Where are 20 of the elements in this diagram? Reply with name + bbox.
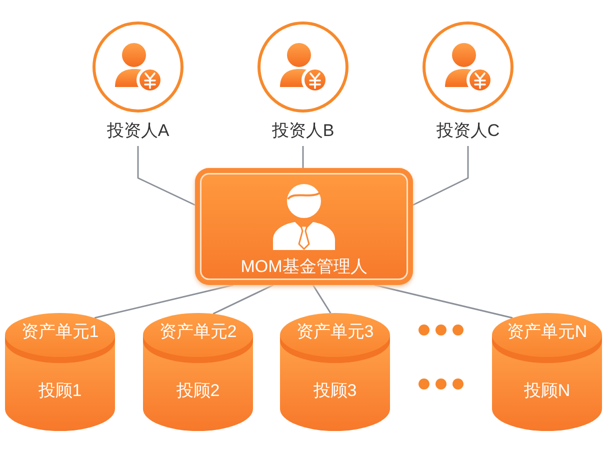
connector-line [212,284,274,314]
connector-line [374,284,513,319]
investor-label: 投资人A [106,120,170,142]
unit-label: 资产单元3 [296,321,374,343]
unit-label: 资产单元N [506,321,588,343]
connector-line [137,146,196,206]
advisor-label: 投顾N [524,380,570,402]
connector-line [312,284,332,314]
advisor-label: 投顾3 [313,380,357,402]
connector-line [94,284,234,319]
connector-line [302,146,304,168]
manager-box [195,168,413,285]
advisor-label: 投顾1 [38,380,82,402]
unit-label: 资产单元2 [159,321,237,343]
connector-line [412,146,469,206]
advisor-label: 投顾2 [176,380,220,402]
investor-label: 投资人B [272,120,334,142]
box-label: MOM基金管理人 [240,256,368,278]
investor-label: 投资人C [436,120,500,142]
unit-label: 资产单元1 [21,321,99,343]
